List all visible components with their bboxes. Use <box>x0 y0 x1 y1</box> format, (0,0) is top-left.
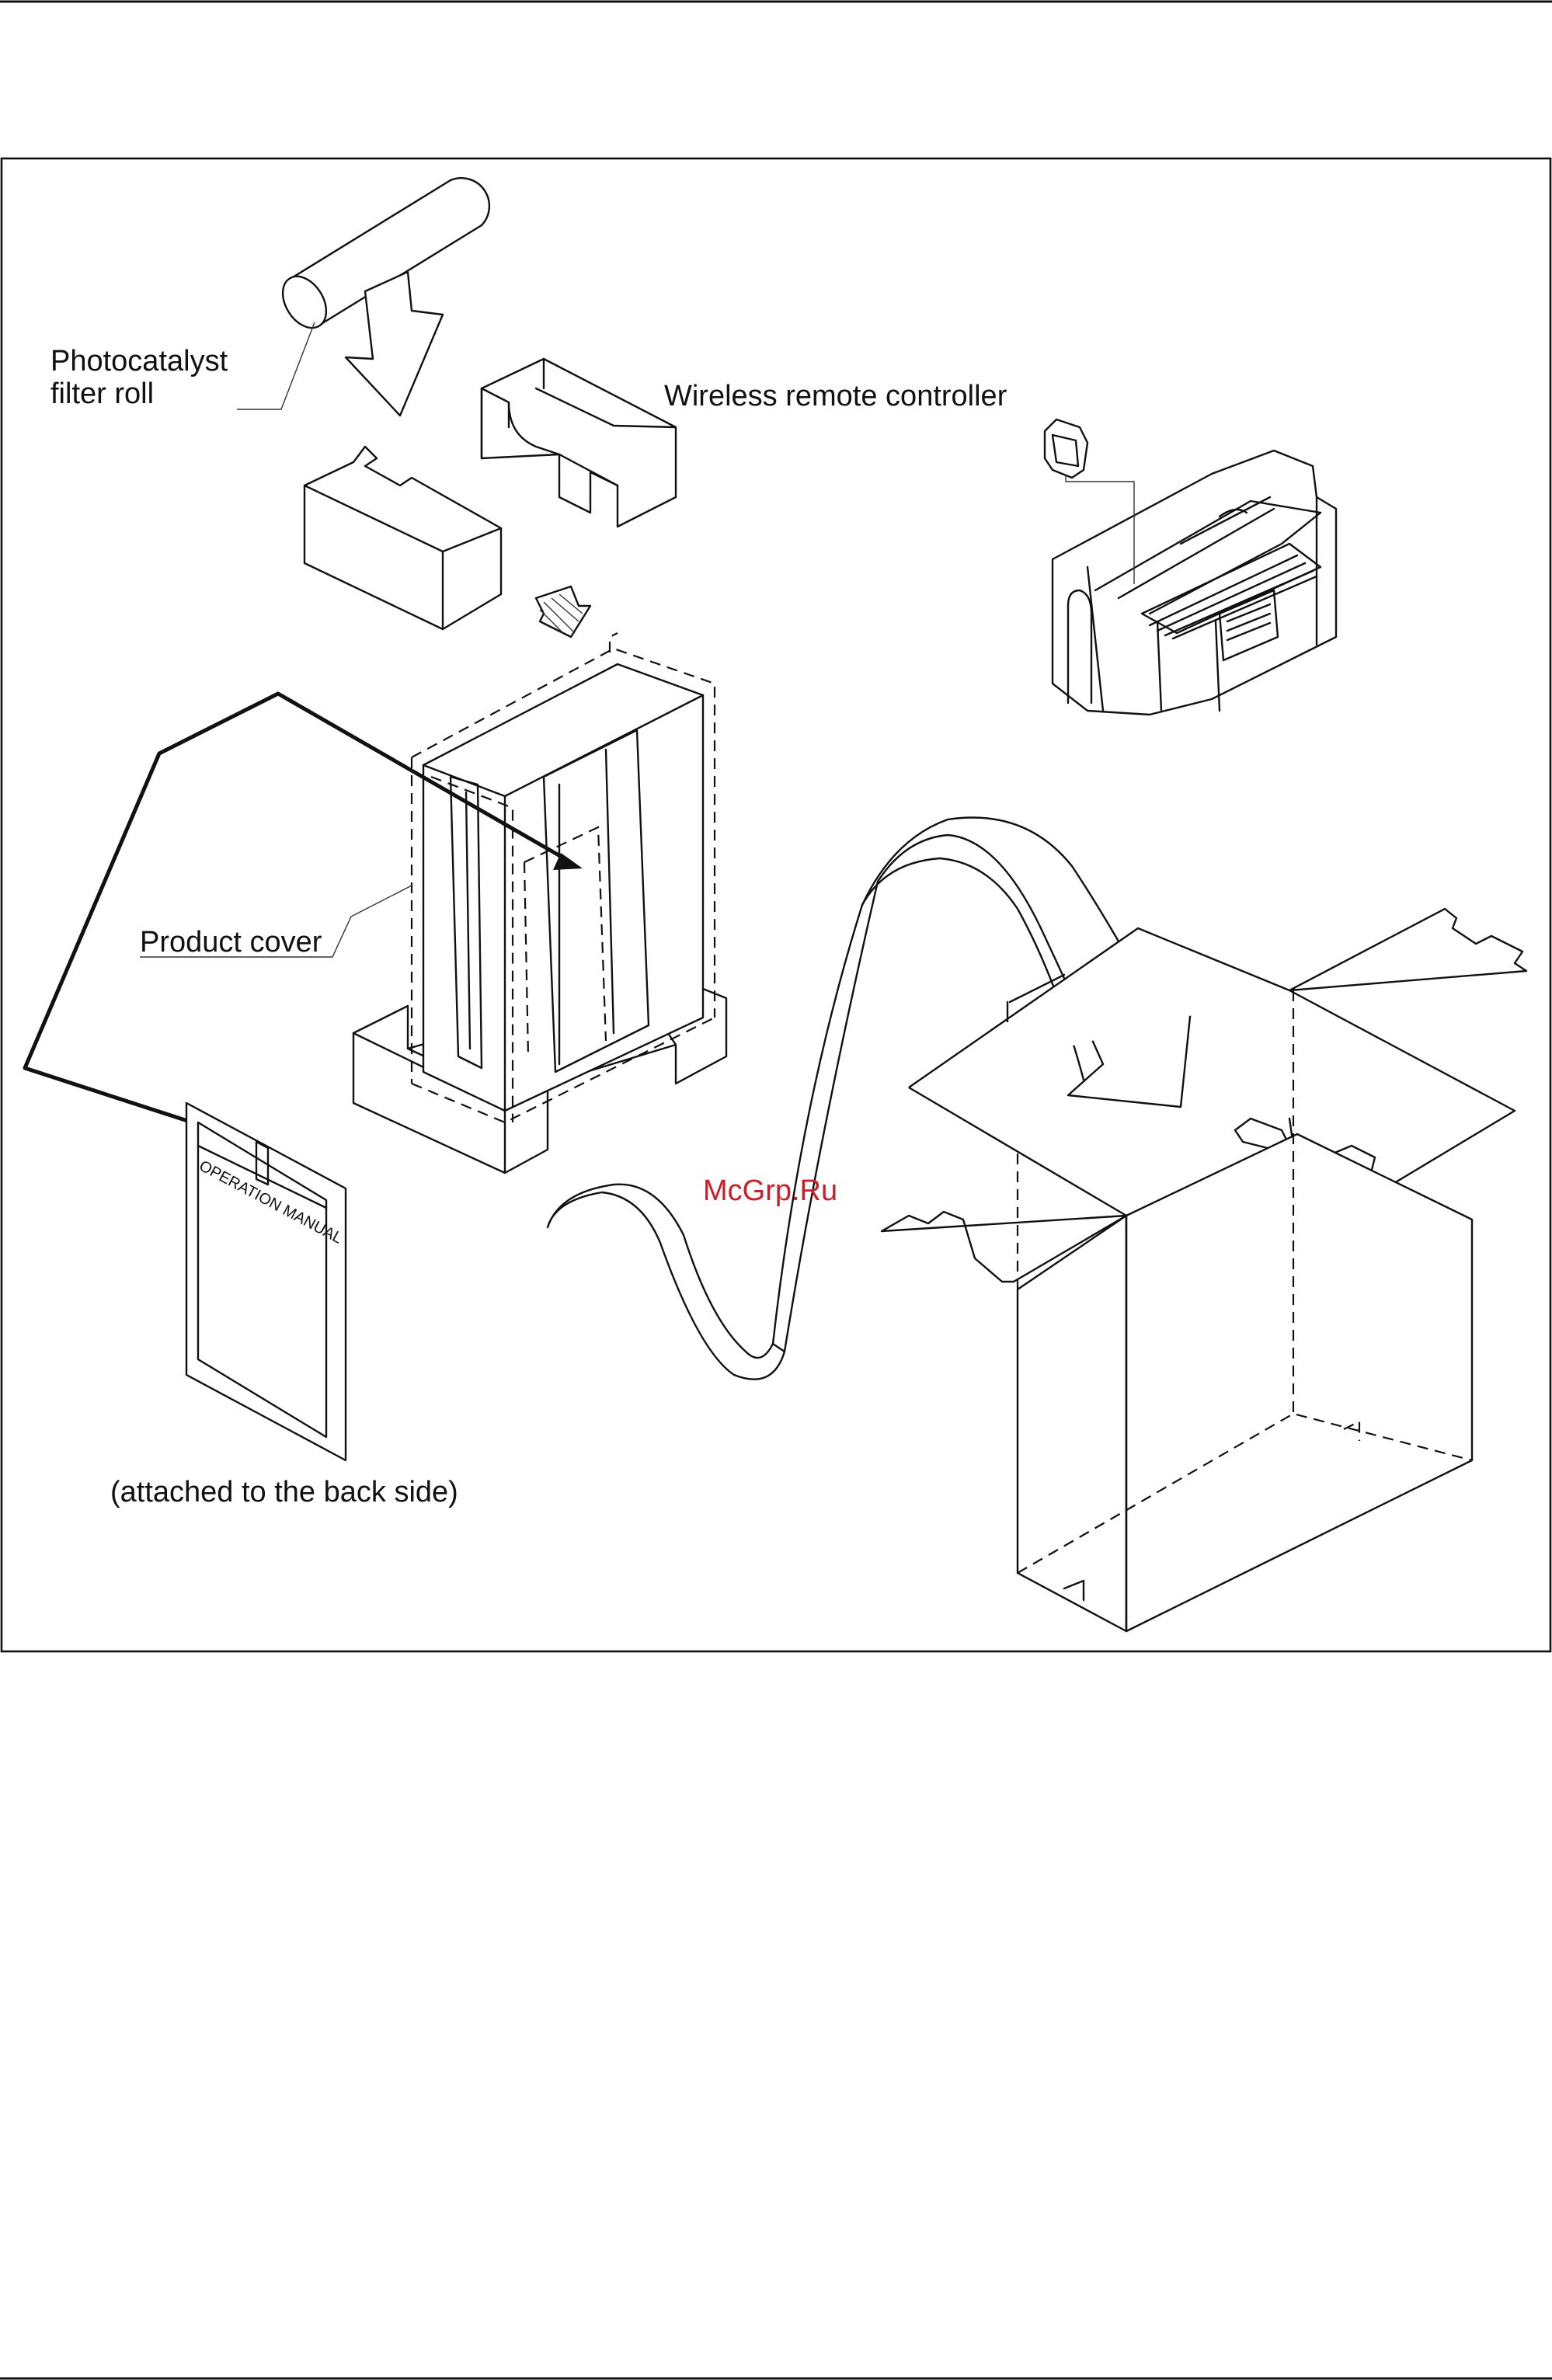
left-cushion-illustration <box>304 447 501 629</box>
right-cushion-illustration <box>482 359 676 527</box>
product-cover-label: Product cover <box>140 926 322 959</box>
photocatalyst-label-line2: filter roll <box>50 378 154 410</box>
attached-note-label: (attached to the back side) <box>110 1476 458 1508</box>
operation-manual-illustration: OPERATION MANUAL <box>186 1103 346 1460</box>
photocatalyst-label-line1: Photocatalyst <box>50 345 228 378</box>
air-purifier-illustration <box>1053 451 1336 715</box>
remote-controller-label: Wireless remote controller <box>664 380 1007 412</box>
carton-box-illustration <box>882 909 1526 1631</box>
hatched-arrow-icon <box>536 586 590 637</box>
product-with-cover-illustration <box>353 633 726 1173</box>
filter-roll-leader <box>237 322 315 409</box>
watermark-text: McGrp.Ru <box>703 1174 837 1207</box>
